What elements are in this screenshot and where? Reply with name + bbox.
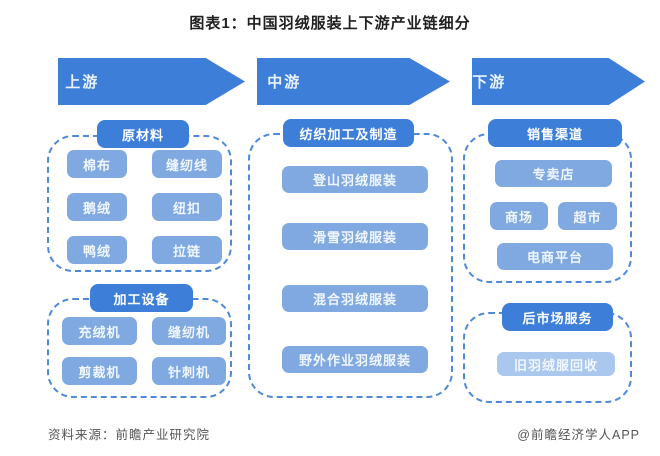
- source-note: 资料来源：前瞻产业研究院: [48, 428, 211, 442]
- node-down-filling-machine: 充绒机: [62, 317, 137, 345]
- node-sewing-machine: 缝纫机: [152, 317, 226, 345]
- node-cotton-fabric: 棉布: [67, 150, 127, 178]
- watermark: @前瞻经济学人APP: [517, 428, 640, 442]
- node-old-down-jacket-recycling: 旧羽绒服回收: [497, 352, 615, 376]
- raw-materials-header: 原材料: [97, 120, 189, 148]
- aftermarket-services-header: 后市场服务: [502, 303, 613, 331]
- downstream-arrow: 下游: [472, 58, 645, 105]
- node-field-work-down-apparel: 野外作业羽绒服装: [282, 346, 428, 373]
- diagram-title: 图表1：中国羽绒服装上下游产业链细分: [189, 15, 471, 32]
- node-shopping-mall: 商场: [490, 202, 548, 230]
- node-specialty-store: 专卖店: [495, 160, 612, 187]
- node-sewing-thread: 缝纫线: [152, 150, 222, 178]
- node-ecommerce-platform: 电商平台: [497, 243, 613, 270]
- node-ski-down-apparel: 滑雪羽绒服装: [282, 223, 428, 250]
- midstream-arrow: 中游: [257, 58, 450, 105]
- upstream-arrow: 上游: [58, 58, 245, 105]
- node-mountaineering-down-apparel: 登山羽绒服装: [282, 166, 428, 193]
- sales-channels-header: 销售渠道: [488, 119, 622, 147]
- node-mixed-down-apparel: 混合羽绒服装: [282, 285, 428, 312]
- node-buttons: 纽扣: [152, 193, 222, 221]
- node-duck-down: 鸭绒: [67, 236, 127, 264]
- node-supermarket: 超市: [558, 202, 617, 230]
- node-zipper: 拉链: [152, 236, 222, 264]
- processing-equipment-header: 加工设备: [90, 284, 193, 312]
- node-needle-punching-machine: 针刺机: [152, 357, 226, 385]
- node-cutting-machine: 剪裁机: [62, 357, 137, 385]
- textile-manufacturing-header: 纺织加工及制造: [283, 119, 414, 147]
- node-goose-down: 鹅绒: [67, 193, 127, 221]
